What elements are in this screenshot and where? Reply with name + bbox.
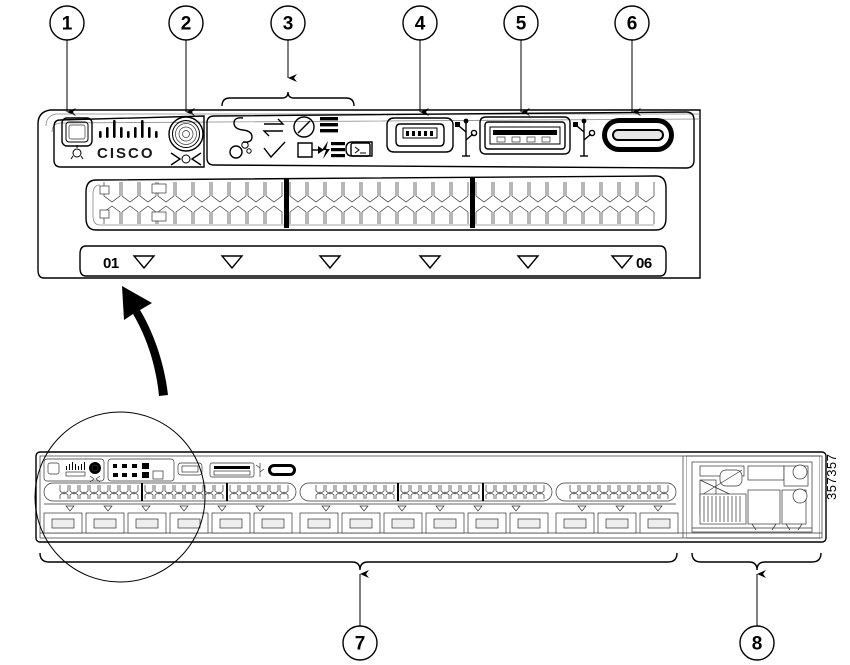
callout-5[interactable]: 5 [503, 5, 539, 41]
svg-text:357357: 357357 [824, 454, 839, 500]
mode-reset-button[interactable] [61, 117, 93, 160]
port-label-end: 06 [636, 255, 652, 272]
mini-cisco-logo [65, 462, 86, 477]
mini-usb-c-port [268, 464, 296, 476]
detail-zoom-circle [34, 411, 206, 583]
mini-usb-console-port[interactable] [386, 117, 454, 153]
usb-a-contacts-icon [496, 136, 551, 143]
svg-text:4: 4 [415, 14, 426, 35]
console-terminal-icon [345, 141, 373, 157]
poe-led-icon [297, 142, 324, 158]
callout-circles: 1 2 3 4 5 6 7 [49, 5, 775, 661]
usb-a-port[interactable] [479, 116, 571, 155]
callout-brace-8 [691, 552, 822, 626]
svg-text:8: 8 [752, 634, 763, 655]
cisco-bridge-icon [99, 120, 158, 138]
cisco-wordmark: CISCO [97, 145, 155, 162]
port-label-start: 01 [103, 255, 119, 272]
port-markers [132, 255, 634, 270]
svg-text:5: 5 [516, 14, 527, 35]
vent-hex-pattern [99, 178, 655, 228]
port-number-strip: 01 06 [79, 245, 667, 277]
svg-text:1: 1 [62, 14, 73, 35]
port-bezel-plate [206, 111, 695, 169]
mini-usb-trident-icon [255, 463, 265, 477]
stack-led-icon [320, 117, 338, 133]
vent-grill-row [85, 175, 667, 231]
callout-7[interactable]: 7 [342, 625, 378, 661]
callout-2[interactable]: 2 [168, 5, 204, 41]
usb-c-port[interactable] [602, 118, 674, 152]
status-led-cluster [229, 116, 373, 159]
rj45-row [43, 512, 679, 534]
fan-led-icon [229, 141, 252, 159]
mini-led-icons [113, 463, 164, 480]
mini-vent-group-2 [299, 482, 553, 502]
speed-led-icon [293, 116, 315, 138]
stackpower-led-icon [322, 141, 345, 159]
mini-port-bezel [107, 458, 296, 482]
mini-usb-pins-icon [406, 131, 433, 136]
network-port-bank [43, 512, 679, 534]
led-cluster-brace [221, 91, 355, 107]
callout-brace-7 [39, 552, 678, 626]
svg-text:3: 3 [283, 14, 294, 35]
status-check-led-icon [263, 141, 286, 159]
figure-id: 357357 [824, 454, 839, 500]
full-switch-view [35, 451, 827, 543]
callout-1[interactable]: 1 [49, 5, 85, 41]
mini-port-number-strips [44, 503, 676, 512]
callout-8[interactable]: 8 [739, 625, 775, 661]
beacon-bracket-icon [170, 152, 202, 166]
beacon-led-speaker[interactable] [168, 116, 204, 166]
duplex-led-icon [262, 118, 285, 137]
mini-port-markers [65, 505, 663, 512]
mini-control-bezel [43, 458, 105, 483]
mini-vent-group-3 [555, 482, 677, 502]
mini-usb-a-port [209, 462, 255, 478]
system-led-icon [233, 117, 253, 143]
usb-trident-icon-2 [573, 118, 596, 157]
svg-text:6: 6 [627, 14, 638, 35]
cisco-logo: CISCO [97, 120, 158, 162]
mini-vent-group-1 [43, 482, 297, 502]
callout-6[interactable]: 6 [614, 5, 650, 41]
callout-4[interactable]: 4 [402, 5, 438, 41]
callout-3[interactable]: 3 [270, 5, 306, 41]
mini-vent-groups [43, 482, 677, 502]
enlarged-front-panel: CISCO [37, 109, 701, 279]
mode-led-indicator-icon [70, 145, 84, 160]
callout-leaders-top [66, 40, 641, 116]
left-bezel-plate [53, 115, 205, 168]
svg-text:7: 7 [355, 634, 366, 655]
uplink-module-bay [686, 455, 820, 539]
mini-usb-console-port-2 [177, 462, 203, 476]
usb-trident-icon [455, 118, 478, 157]
magnify-indicator-arrow [122, 286, 168, 396]
svg-text:2: 2 [181, 14, 192, 35]
